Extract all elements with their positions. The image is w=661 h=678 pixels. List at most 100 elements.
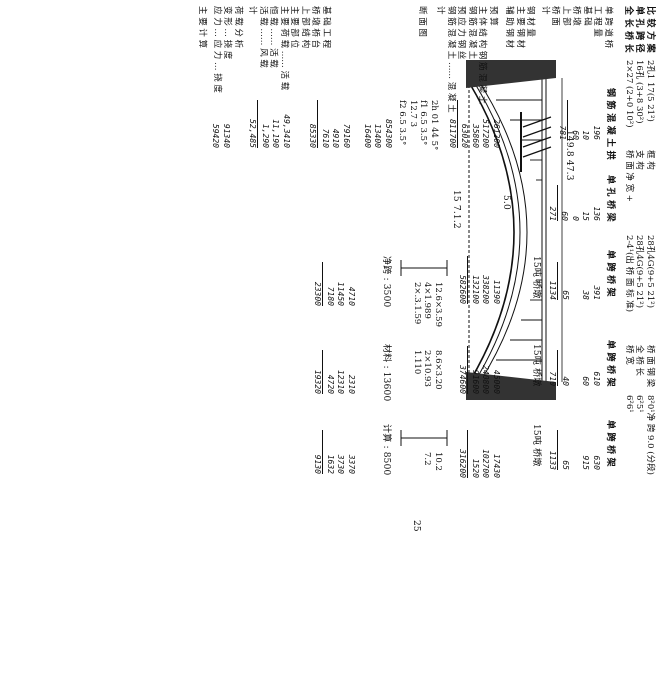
- value: 63020: [460, 123, 470, 148]
- col1-formula: 2h 01 44 5° f1 6.5 3.5° 12.7 3 f2 6.5 3.…: [397, 100, 440, 150]
- header-params-3: 28孔4G(9+5 21²) 28孔4G(9+5 21²) 2-4¹(出 桥 面…: [624, 235, 655, 312]
- col1-unit-b: 91340 59420: [210, 100, 232, 148]
- param-line: 框 构: [645, 150, 655, 170]
- value: 102700: [481, 449, 491, 478]
- formula-line: 8.6×3.20: [433, 350, 443, 390]
- total-value: 710: [547, 350, 559, 386]
- value: 7610: [321, 128, 330, 148]
- header-title-2: 单 孔 跨 径: [634, 6, 644, 53]
- col1-quantities: 196 10 60 781: [557, 100, 601, 140]
- value: 4710: [347, 286, 356, 306]
- param-line: 桥 面 净 宽 +: [624, 150, 634, 202]
- param-line: 28孔4G(9+5 21²): [634, 235, 645, 309]
- col1-unit: 49,3410 11,190 1,290 52,485: [247, 100, 291, 148]
- total-value: 52,485: [247, 100, 259, 148]
- header-params-4: 桥 面 钢 梁 全 桥 长 桥 宽: [624, 345, 655, 387]
- param-line: 16孔 (3+8 30²): [634, 60, 645, 124]
- col3-costs: 11390 338200 132100 582600: [457, 256, 501, 304]
- col3-formula: 12.6×3.59 4×1.989 2×.3.1.59: [412, 282, 443, 327]
- value: 196: [592, 125, 601, 140]
- param-line: 2×27 (2+0 10²): [624, 60, 634, 128]
- value: 91600: [471, 369, 480, 394]
- col3-quantities: 391 38 65 1134: [547, 262, 601, 300]
- col1-summary: 854300 13400 16400: [362, 100, 393, 148]
- value: 17430: [492, 453, 501, 478]
- value: 16400: [363, 123, 372, 148]
- value: 79160: [342, 123, 351, 148]
- total-value: 19320: [312, 350, 324, 394]
- left-abutment: [466, 60, 556, 88]
- col5-costs: 17430 102700 1520 316200: [457, 430, 501, 478]
- row-label: 计: [540, 6, 550, 15]
- row-label: 钢 材 量: [525, 6, 536, 37]
- row-label: 主 要 计 算: [197, 6, 208, 49]
- col5-note: 计算 : 8500: [381, 424, 391, 476]
- dim-bot: 15 7.1.2: [451, 190, 461, 229]
- col5-title: 单 跨 桥 架: [605, 420, 615, 467]
- value: 91340: [222, 123, 231, 148]
- param-line: 8²0¹净 跨 9.0 (分段): [645, 395, 655, 475]
- total-value: 23300: [312, 262, 324, 306]
- row-label: 恒 载 …… 活 载: [268, 6, 279, 68]
- value: 610: [592, 371, 601, 386]
- row-labels-quantities: 单 跨 道 桥 工 程 量 基 础 桥 墩 上 部 桥 面 计 钢 材 量 主 …: [417, 6, 613, 113]
- bridge-elevation-drawing: [466, 60, 563, 400]
- row-label: 荷 载 分 析: [233, 6, 243, 49]
- formula-line: f1 6.5 3.5°: [418, 100, 429, 146]
- total-value: 374600: [457, 346, 469, 394]
- dimension-bracket: [400, 260, 448, 276]
- col5-weight: 15吨 桥墩: [531, 424, 541, 467]
- arch-rib: [477, 79, 528, 386]
- col4-weight: 15吨 桥墩: [531, 344, 541, 387]
- value: 13400: [373, 123, 383, 148]
- value: 45000: [492, 369, 501, 394]
- row-label: 工 程 量: [592, 6, 603, 37]
- right-abutment: [466, 372, 556, 400]
- row-label: 活 载 …… 风 载: [258, 6, 268, 68]
- value: 3730: [336, 454, 346, 474]
- value: 2310: [347, 374, 356, 394]
- value: 65: [561, 460, 570, 470]
- param-line: 6²5¹: [634, 395, 645, 413]
- row-label: 变 形 … 挠 度: [222, 6, 233, 60]
- formula-line: 7.2: [422, 452, 433, 466]
- value: 261200: [492, 119, 501, 148]
- header-title-3: 全 长 桥 长: [623, 6, 633, 53]
- param-line: 6²6¹: [624, 395, 634, 413]
- value: 915: [581, 455, 591, 470]
- value: 7180: [326, 286, 335, 306]
- dim-mid: 5.0: [501, 195, 511, 210]
- col4-steel: 2310 12310 4720 19320: [312, 350, 356, 394]
- col1-steel: 79160 4910 7610 85330: [307, 100, 351, 148]
- row-label: 基 础 工 程: [321, 6, 331, 49]
- col4-formula: 8.6×3.20 2×10.93 1.110: [412, 350, 443, 390]
- col1-costs: 261200 517200 35860 63020 811700: [446, 100, 501, 148]
- formula-line: f2 6.5 3.5°: [397, 100, 408, 146]
- col3-weight: 15吨 桥墩: [531, 256, 541, 299]
- formula-line: 1.110: [412, 350, 422, 375]
- col4-quantities: 610 60 40 710: [547, 350, 601, 386]
- total-value: 1134: [547, 262, 559, 300]
- value: 854300: [384, 119, 393, 148]
- col5-quantities: 630 915 65 1133: [547, 430, 601, 470]
- col2-title: 单 孔 桥 梁: [605, 175, 615, 222]
- value: 3370: [347, 454, 356, 474]
- formula-line: 12.6×3.59: [433, 282, 443, 327]
- value: 12310: [336, 369, 346, 394]
- param-line: 全 桥 长: [634, 345, 645, 376]
- value: 4720: [326, 374, 335, 394]
- value: 1520: [471, 458, 480, 478]
- value: 11390: [492, 279, 501, 304]
- value: 4910: [331, 128, 341, 148]
- param-line: 2孔1 17(5 21²): [645, 60, 655, 122]
- row-label: 计: [435, 6, 446, 15]
- total-value: 316200: [457, 430, 469, 478]
- total-value: 781: [557, 100, 569, 140]
- col4-note: 材料 : 13600: [381, 344, 391, 402]
- row-label: 桥 面: [550, 6, 561, 26]
- value: 35860: [471, 123, 480, 148]
- total-value: 271: [546, 185, 558, 221]
- total-value: 9130: [312, 430, 324, 474]
- row-label: 主 要 钢 材: [515, 6, 525, 49]
